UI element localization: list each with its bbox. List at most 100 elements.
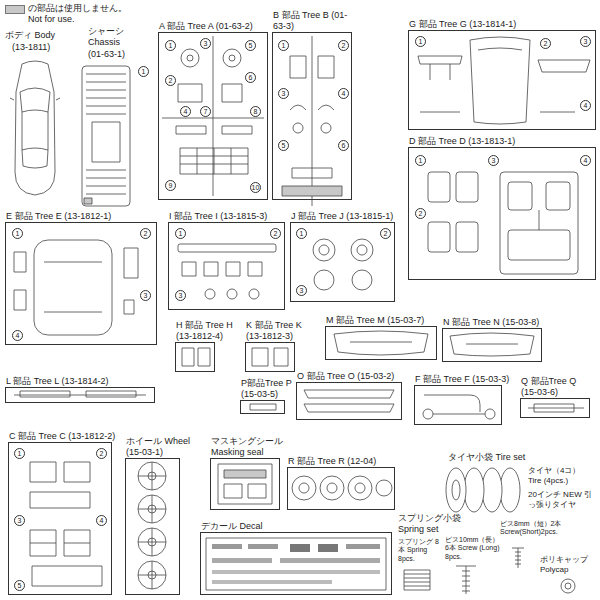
callout-number: 3 <box>14 515 25 526</box>
tree-b-parts <box>282 36 342 206</box>
tree-c-parts <box>30 462 56 482</box>
tree-j-parts <box>313 239 335 261</box>
legend-text: の部品は使用しません。 Not for use. <box>28 3 140 25</box>
polycap-drawing <box>565 583 571 589</box>
tree-heading: I 部品 Tree I (13-1815-3) <box>169 211 287 222</box>
tree-g-parts <box>470 37 530 124</box>
tree-b-parts <box>293 123 303 133</box>
callout-number: 2 <box>165 75 176 86</box>
tree-l-parts <box>20 391 70 397</box>
callout-number: 2 <box>415 208 426 219</box>
decal-sheet <box>290 544 310 552</box>
decal-sheet <box>212 580 332 584</box>
legend-swatch <box>5 5 25 14</box>
short-screw-drawing <box>512 548 524 568</box>
part-label: ビス10mm（長）6本 Screw (Long) 8pcs. <box>445 536 500 561</box>
tree-c-parts <box>30 492 90 508</box>
decal-sheet <box>212 570 380 574</box>
tree-g-parts <box>418 37 590 124</box>
body-drawing <box>10 98 60 100</box>
tree-i-parts <box>226 262 240 276</box>
tree-h-parts <box>198 348 210 366</box>
tree-o-parts <box>304 390 394 412</box>
tree-i-parts <box>248 262 262 276</box>
tree-d-parts <box>539 210 540 230</box>
parts-tree-frame: H 部品 Tree H (13-1812-4) <box>175 342 215 372</box>
tree-d-parts <box>508 182 532 210</box>
callout-number: 3 <box>488 155 499 166</box>
tree-q-parts <box>528 404 584 412</box>
body-drawing <box>10 61 60 195</box>
tire-drawing <box>446 468 466 512</box>
body-drawing <box>22 112 48 150</box>
tree-f-parts <box>433 414 485 415</box>
part-label: タイヤ（4コ） Tire (4pcs.) <box>528 466 596 485</box>
parts-tree-frame: P部品Tree P (15-03-5) <box>240 400 285 414</box>
tree-heading: H 部品 Tree H (13-1812-4) <box>176 320 242 342</box>
tree-f-parts <box>485 409 495 419</box>
tree-l-parts <box>86 391 136 397</box>
parts-tree-frame: マスキングシール Masking seal <box>210 458 280 510</box>
tree-o-parts <box>304 390 394 398</box>
tree-f-parts <box>424 395 480 412</box>
callout-number: 4 <box>580 155 591 166</box>
tree-m-parts <box>334 331 428 355</box>
tree-heading: R 部品 Tree R (12-04) <box>288 456 398 467</box>
tree-a-parts <box>222 126 252 134</box>
tree-b-parts <box>312 36 313 206</box>
tree-i-parts <box>249 289 259 299</box>
tree-e-parts <box>14 252 26 272</box>
tree-b-parts <box>318 56 334 78</box>
tree-b-parts <box>321 123 331 133</box>
tree-d-parts <box>428 222 450 252</box>
tree-d-parts <box>546 182 570 210</box>
masking-seal-sheet <box>218 464 272 504</box>
parts-tree-frame: F 部品 Tree F (15-03-3) <box>414 385 502 425</box>
tree-r-parts <box>327 483 337 493</box>
parts-tree-frame: ホイール Wheel (15-03-1) <box>125 458 180 595</box>
callout-number: 4 <box>96 515 107 526</box>
tree-r-parts <box>320 476 344 500</box>
tree-a-parts <box>180 148 248 174</box>
tree-heading: E 部品 Tree E (13-1812-1) <box>6 211 156 222</box>
tree-r-parts <box>376 480 392 496</box>
parts-tree-frame: Q 部品Tree Q (15-03-6) <box>520 398 590 418</box>
tree-a-parts <box>180 148 248 174</box>
parts-tree-frame: O 部品 Tree O (15-03-2) <box>296 382 402 420</box>
part-label: ポリキャップ Polycap <box>540 555 596 574</box>
tree-q-parts <box>534 404 574 412</box>
tree-r-parts <box>355 483 365 493</box>
callout-number: 1 <box>165 40 176 51</box>
tree-k-parts <box>252 348 268 366</box>
decal-sheet <box>346 544 380 549</box>
tree-d-parts <box>428 172 578 274</box>
callout-number: 4 <box>338 88 349 99</box>
callout-number: 5 <box>278 140 289 151</box>
tree-h-parts <box>182 348 194 366</box>
callout-number: 3 <box>296 285 307 296</box>
parts-tree-frame: M 部品 Tree M (15-03-7) <box>325 326 437 360</box>
tree-j-parts <box>313 239 373 290</box>
tree-m-parts <box>350 342 412 343</box>
tree-heading: B 部品 Tree B (01-63-3) <box>273 10 357 32</box>
tree-h-parts <box>182 348 210 366</box>
short-screw-drawing <box>512 548 524 568</box>
tree-k-parts <box>252 348 288 366</box>
tree-i-parts <box>182 262 196 276</box>
tree-d-parts <box>500 172 578 274</box>
decal-sheet <box>248 544 278 549</box>
tree-heading: A 部品 Tree A (01-63-2) <box>159 21 277 32</box>
masking-seal-sheet <box>224 470 266 478</box>
tree-a-parts <box>178 84 202 102</box>
part-label: スプリング 8本 Spring 8pcs. <box>398 538 443 563</box>
tire-drawing <box>452 480 460 500</box>
tree-a-parts <box>181 49 199 67</box>
tree-d-parts <box>508 230 570 260</box>
callout-number: 1 <box>175 228 186 239</box>
tree-b-parts <box>292 168 332 178</box>
tree-d-parts <box>456 222 478 252</box>
callout-number: 3 <box>200 38 211 49</box>
callout-number: 3 <box>278 88 289 99</box>
decal-sheet <box>212 558 272 563</box>
callout-number: 7 <box>200 106 211 117</box>
